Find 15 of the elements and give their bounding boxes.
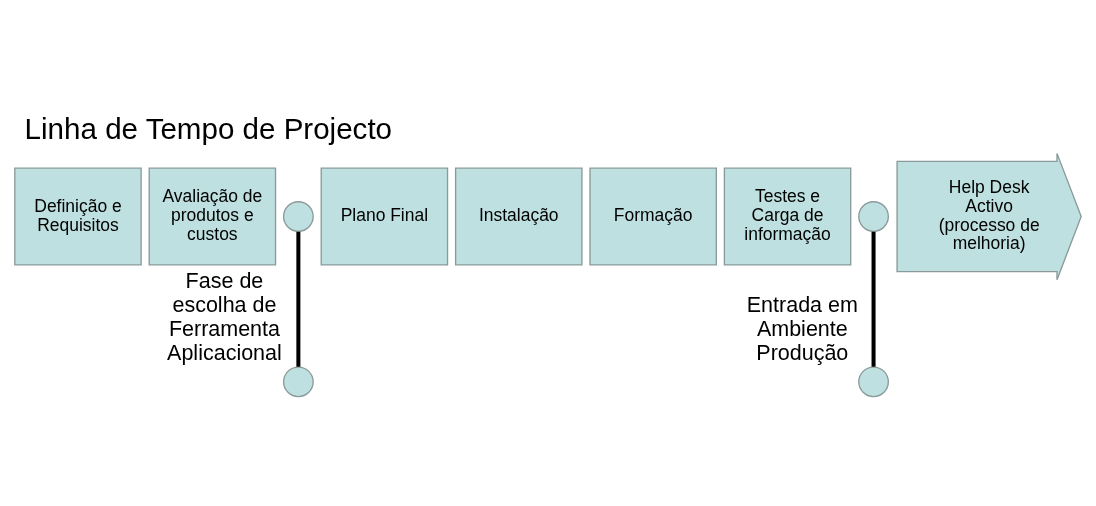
node-box: Testes e Carga de informação [723, 167, 852, 266]
connector [296, 231, 301, 367]
node-label: Entrada em Ambiente Produção [746, 292, 858, 365]
node-box: Formação [589, 167, 717, 266]
node-circle [858, 365, 889, 397]
node-circle [282, 200, 314, 232]
node-box: Avaliação de produtos e custos [148, 167, 277, 266]
node-circle [282, 365, 314, 397]
node-label: Fase de escolha de Ferramenta Aplicacional [167, 268, 282, 365]
connector [871, 231, 876, 367]
diagram-title: Linha de Tempo de Projecto [24, 111, 393, 145]
node-box: Plano Final [320, 167, 449, 266]
node-box: Definição e Requisitos [14, 167, 142, 266]
node-box: Instalação [454, 167, 583, 266]
node-circle [858, 200, 889, 232]
